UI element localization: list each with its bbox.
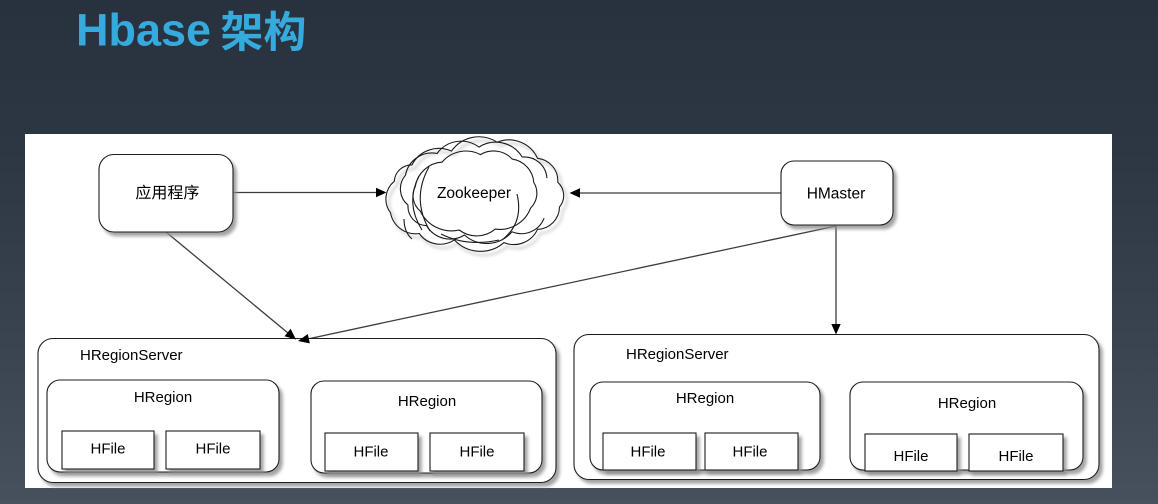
svg-text:HRegion: HRegion bbox=[938, 395, 996, 412]
svg-text:HMaster: HMaster bbox=[807, 186, 866, 203]
svg-text:HRegionServer: HRegionServer bbox=[80, 347, 183, 364]
svg-text:HFile: HFile bbox=[630, 444, 665, 461]
svg-text:HFile: HFile bbox=[90, 441, 125, 458]
svg-text:HRegion: HRegion bbox=[398, 393, 456, 410]
svg-text:HFile: HFile bbox=[195, 441, 230, 458]
svg-text:HFile: HFile bbox=[353, 444, 388, 461]
svg-text:HFile: HFile bbox=[998, 448, 1033, 465]
svg-text:HFile: HFile bbox=[732, 444, 767, 461]
svg-text:HRegion: HRegion bbox=[676, 390, 734, 407]
svg-text:HFile: HFile bbox=[893, 448, 928, 465]
svg-text:Hbase: Hbase bbox=[76, 5, 211, 56]
svg-text:HFile: HFile bbox=[459, 444, 494, 461]
svg-text:HRegion: HRegion bbox=[134, 389, 192, 406]
svg-text:Zookeeper: Zookeeper bbox=[437, 185, 511, 202]
svg-text:HRegionServer: HRegionServer bbox=[626, 346, 729, 363]
